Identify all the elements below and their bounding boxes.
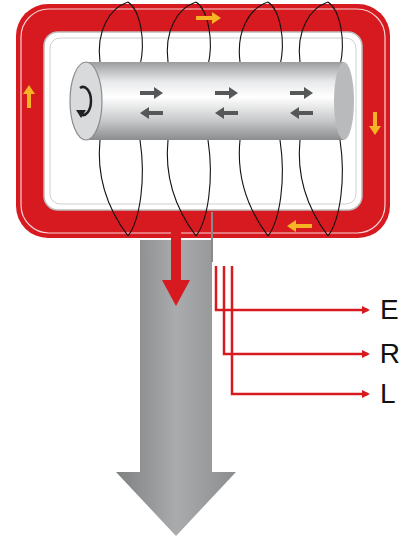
branch-lines	[212, 212, 368, 394]
energy-arrow	[116, 240, 236, 536]
side-label: L	[380, 378, 396, 410]
frame-window	[44, 32, 362, 210]
red-frame	[16, 4, 390, 238]
red-arrow	[162, 212, 190, 306]
side-label: R	[380, 338, 400, 370]
current-arrows	[140, 87, 313, 119]
side-label: E	[380, 294, 399, 326]
conductor-cylinder	[70, 62, 354, 140]
frame-arrows	[23, 12, 381, 232]
